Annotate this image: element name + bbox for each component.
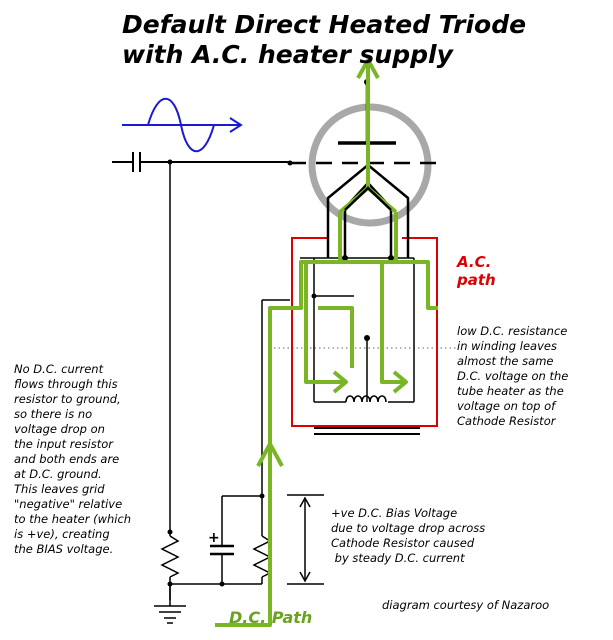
heater-dot-left-low bbox=[311, 293, 317, 299]
ac-path-label-line-1: A.C. bbox=[457, 253, 492, 271]
right-note-line: tube heater as the bbox=[457, 384, 564, 398]
title-line-1: Default Direct Heated Triode bbox=[122, 10, 527, 39]
left-note-line: and both ends are bbox=[14, 452, 120, 466]
left-note-line: to the heater (which bbox=[14, 512, 132, 526]
grid-input-dot bbox=[287, 160, 293, 166]
capacitor-plus-sign: + bbox=[208, 530, 220, 546]
right-note-line: Cathode Resistor bbox=[457, 414, 556, 428]
right-note-line: almost the same bbox=[457, 354, 554, 368]
title-line-2: with A.C. heater supply bbox=[122, 40, 453, 69]
left-note-line: is +ve), creating bbox=[14, 527, 110, 541]
cathode-resistor-top-dot bbox=[259, 493, 265, 499]
left-note-line: the BIAS voltage. bbox=[14, 542, 114, 556]
input-signal bbox=[122, 97, 243, 153]
right-note-line: in winding leaves bbox=[457, 339, 557, 353]
right-note-line: low D.C. resistance bbox=[457, 324, 568, 338]
sine-wave bbox=[147, 97, 215, 153]
left-note-line: No D.C. current bbox=[14, 362, 104, 376]
left-note-line: resistor to ground, bbox=[14, 392, 121, 406]
left-note-line: the input resistor bbox=[14, 437, 114, 451]
filament-overlay bbox=[344, 186, 392, 211]
left-note-line: so there is no bbox=[14, 407, 93, 421]
bias-note-line: by steady D.C. current bbox=[331, 551, 465, 565]
centre-tap-dot bbox=[364, 335, 370, 341]
diagram-title: Default Direct Heated Triode with A.C. h… bbox=[122, 10, 526, 70]
bias-note-line: Cathode Resistor caused bbox=[331, 536, 475, 550]
ground-symbol bbox=[154, 584, 186, 624]
right-note-line: D.C. voltage on the bbox=[457, 369, 569, 383]
right-note-line: voltage on top of bbox=[457, 399, 556, 413]
heater-wiring bbox=[300, 257, 420, 435]
credit: diagram courtesy of Nazaroo bbox=[382, 598, 550, 612]
ac-path-label-line-2: path bbox=[457, 271, 496, 289]
bias-dimension bbox=[287, 494, 324, 585]
left-note-line: at D.C. ground. bbox=[14, 467, 102, 481]
dc-path-label: D.C. Path bbox=[229, 608, 313, 627]
heater-dot-left bbox=[342, 255, 348, 261]
ac-path bbox=[291, 237, 438, 427]
cathode-network bbox=[210, 299, 290, 584]
input-capacitor bbox=[112, 152, 290, 172]
left-note-line: voltage drop on bbox=[14, 422, 105, 436]
bias-note-line: due to voltage drop across bbox=[331, 521, 486, 535]
ground-dot bbox=[167, 581, 173, 587]
left-note-line: "negative" relative bbox=[14, 497, 123, 511]
heater-dot-right bbox=[388, 255, 394, 261]
left-note-line: This leaves grid bbox=[14, 482, 105, 496]
signal-arrowhead bbox=[229, 117, 243, 133]
ac-path-label: A.C. path bbox=[457, 253, 496, 289]
resistor-top-dot bbox=[167, 529, 173, 535]
dc-path bbox=[215, 58, 438, 627]
left-note-line: flows through this bbox=[14, 377, 118, 391]
bias-note-line: +ve D.C. Bias Voltage bbox=[331, 506, 458, 520]
